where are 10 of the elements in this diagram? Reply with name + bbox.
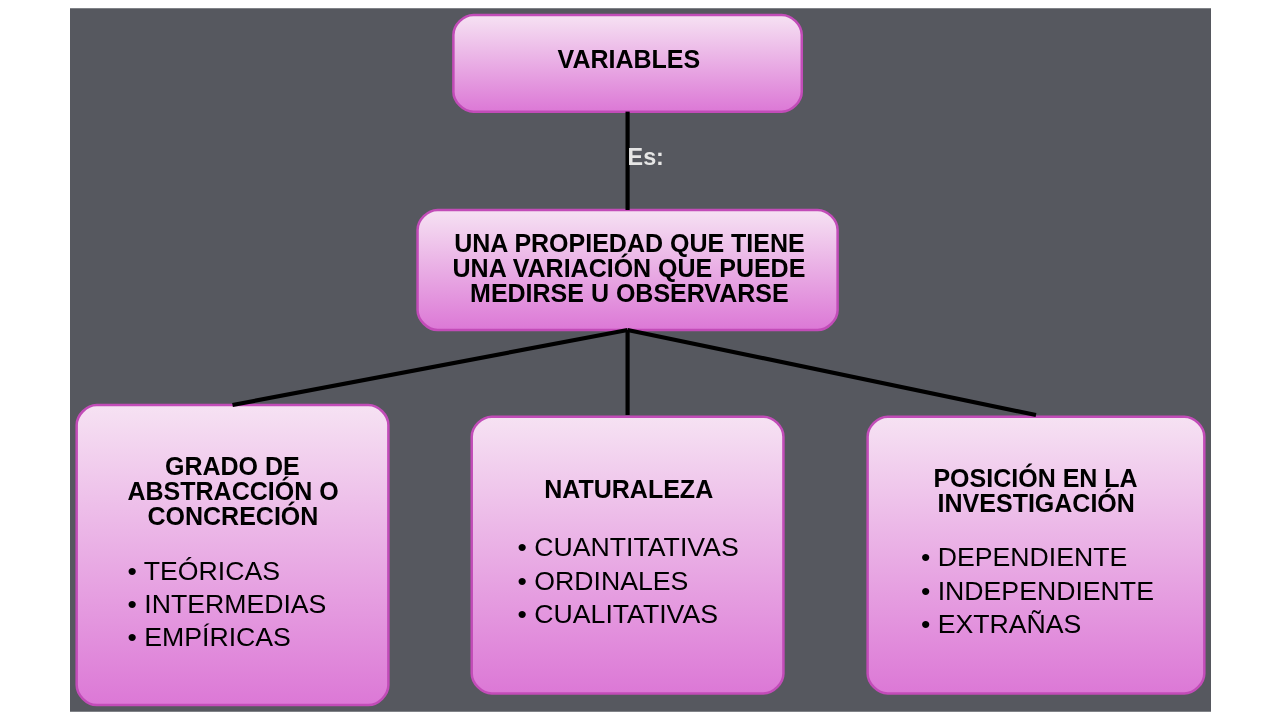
- node-box: UNA PROPIEDAD QUE TIENE UNA VARIACIÓN QUE PUEDE MEDIRSE U OBSERVARSE: [415, 208, 839, 332]
- node-box: GRADO DE ABSTRACCIÓN O CONCRECIÓN • TEÓRICAS • INTERMEDIAS • EMPÍRICAS: [74, 403, 390, 707]
- node-box: POSICIÓN EN LA INVESTIGACIÓN • DEPENDIENTE • INDEPENDIENTE • EXTRAÑAS: [865, 415, 1206, 695]
- node-box: NATURALEZA • CUANTITATIVAS • ORDINALES • CUALITATIVAS: [470, 415, 785, 695]
- connector: [626, 327, 1036, 418]
- connector: [231, 327, 628, 408]
- connector: [625, 330, 630, 415]
- node-box: VARIABLES: [451, 13, 803, 113]
- connector: [625, 111, 630, 210]
- edge-label: Es:: [627, 144, 664, 171]
